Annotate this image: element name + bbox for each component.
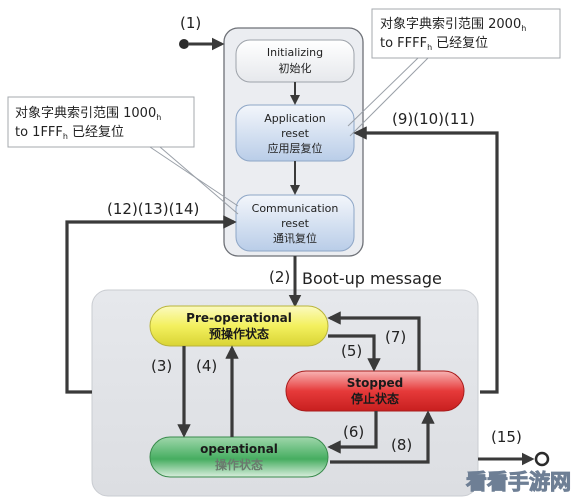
- transition-8-label: (8): [391, 436, 412, 454]
- callout-right: [371, 8, 561, 59]
- callout-left: [7, 96, 195, 148]
- arrow-to-communication-reset: [65, 215, 237, 394]
- operational-state: [149, 436, 329, 478]
- callout-right-line-1: 对象字典索引范围 2000h: [380, 17, 526, 33]
- communication-reset-label-zh: 通讯复位: [273, 231, 317, 245]
- callout-right-leader-a: [347, 57, 419, 127]
- watermark: 看看手游网: [466, 470, 571, 494]
- power-on-dot: [179, 39, 189, 49]
- stopped-label-zh: 停止状态: [351, 391, 399, 406]
- arrow-stopped-to-preop: [327, 311, 421, 371]
- application-reset-label-1: Application: [264, 112, 325, 125]
- application-reset-label-2: reset: [281, 127, 310, 140]
- transition-4-label: (4): [196, 357, 217, 375]
- callout-left-line-1: 对象字典索引范围 1000h: [15, 106, 161, 122]
- callout-left-leader-b: [159, 146, 239, 215]
- transition-15-label: (15): [491, 428, 522, 446]
- operational-label-en: operational: [200, 442, 278, 456]
- pre-operational-state: [149, 305, 329, 347]
- transition-7-label: (7): [385, 328, 406, 346]
- transition-6-label: (6): [343, 423, 364, 441]
- pre-operational-label-zh: 预操作状态: [209, 326, 269, 341]
- exit-node: [534, 451, 550, 467]
- callout-right-leader-b: [349, 57, 429, 137]
- stopped-label-en: Stopped: [347, 376, 404, 390]
- boot-up-message-label: Boot-up message: [302, 269, 442, 288]
- application-reset-label-zh: 应用层复位: [268, 141, 323, 155]
- arrow-to-application-reset: [353, 126, 499, 394]
- initializing-label-en: Initializing: [267, 46, 323, 59]
- transition-2-label: (2): [269, 268, 290, 286]
- arrow-operational-to-stopped: [330, 410, 435, 464]
- communication-reset-label-2: reset: [281, 217, 310, 230]
- communication-reset-label-1: Communication: [252, 202, 339, 215]
- initializing-label-zh: 初始化: [279, 61, 312, 75]
- transition-1-label: (1): [180, 14, 201, 32]
- transition-5-label: (5): [341, 342, 362, 360]
- operational-label-zh: 操作状态: [215, 457, 263, 472]
- pre-operational-label-en: Pre-operational: [186, 311, 292, 325]
- transition-3-label: (3): [151, 357, 172, 375]
- transition-12-14-label: (12)(13)(14): [107, 200, 199, 218]
- arrow-stopped-to-operational: [327, 411, 378, 454]
- transition-9-11-label: (9)(10)(11): [392, 110, 475, 128]
- arrow-preop-to-stopped: [328, 334, 381, 372]
